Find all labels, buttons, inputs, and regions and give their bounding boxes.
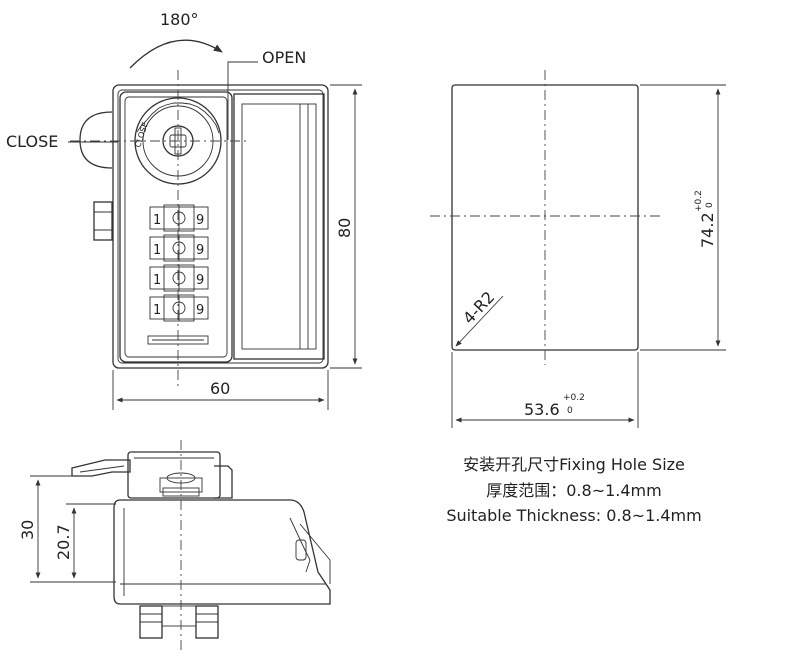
side-view: 30 20.7 xyxy=(18,440,331,650)
cutout-view: 4-R2 74.2 +0.2 0 53.6 +0.2 0 xyxy=(430,70,726,428)
wheel-row: 1 9 xyxy=(149,234,209,262)
wheel-row: 1 9 xyxy=(149,204,209,232)
note-thickness-en: Suitable Thickness: 0.8~1.4mm xyxy=(446,506,701,525)
combination-wheels: 1 9 1 9 1 9 xyxy=(147,204,209,345)
radius-leader xyxy=(455,295,504,347)
wheel-left-digit: 1 xyxy=(153,213,161,228)
wheel-row: 1 9 xyxy=(149,264,209,292)
left-bracket xyxy=(93,201,113,241)
side-body xyxy=(113,499,331,605)
rotation-arrow xyxy=(129,39,223,69)
lock-body-outline xyxy=(112,84,329,369)
fixing-notes: 安装开孔尺寸Fixing Hole Size 厚度范围：0.8~1.4mm Su… xyxy=(446,455,701,525)
front-height-dim: 80 xyxy=(335,218,354,238)
side-total-height-dim: 30 xyxy=(18,520,37,540)
cutout-height-tol-lower: 0 xyxy=(705,202,715,208)
cutout-width-dim: 53.6 xyxy=(524,400,560,419)
cutout-height-tol-upper: +0.2 xyxy=(694,190,704,212)
cutout-height-dim: 74.2 xyxy=(698,212,717,248)
cutout-width-tol-lower: 0 xyxy=(567,406,573,416)
wheel-row: 1 9 xyxy=(149,294,209,322)
close-label: CLOSE xyxy=(6,132,58,151)
note-fixing-hole: 安装开孔尺寸Fixing Hole Size xyxy=(463,455,685,474)
wheel-right-digit: 9 xyxy=(196,273,204,288)
wheel-left-digit: 1 xyxy=(153,303,161,318)
front-view: 180° OPEN CLOSE CLOSE xyxy=(6,10,362,410)
open-label: OPEN xyxy=(262,48,306,67)
side-knob xyxy=(127,451,221,499)
wheel-right-digit: 9 xyxy=(196,303,204,318)
note-thickness-cn: 厚度范围：0.8~1.4mm xyxy=(486,481,661,500)
cutout-width-tol-upper: +0.2 xyxy=(563,393,585,403)
wheel-left-digit: 1 xyxy=(153,243,161,258)
open-leader xyxy=(227,61,258,140)
rotation-label: 180° xyxy=(160,10,199,29)
handle-recess xyxy=(233,93,325,360)
side-body-height-dim: 20.7 xyxy=(54,524,73,560)
side-lever xyxy=(71,459,131,477)
left-cylinder xyxy=(79,111,113,169)
wheel-right-digit: 9 xyxy=(196,243,204,258)
combination-panel xyxy=(119,91,233,363)
wheel-right-digit: 9 xyxy=(196,213,204,228)
front-width-dim: 60 xyxy=(210,379,230,398)
wheel-left-digit: 1 xyxy=(153,273,161,288)
